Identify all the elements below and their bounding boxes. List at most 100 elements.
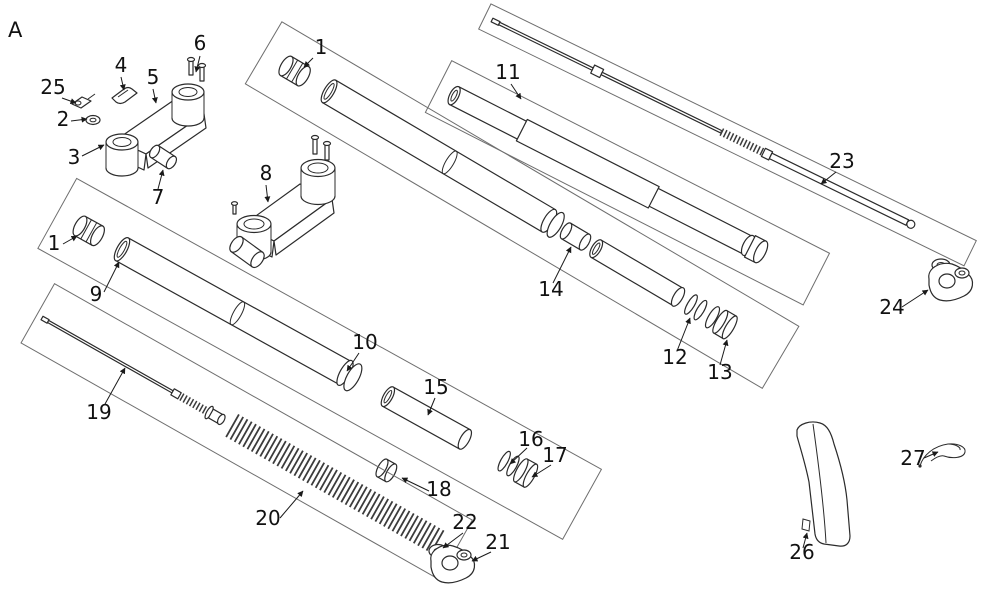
bushing-face-right [578, 233, 592, 251]
leader-17 [531, 464, 552, 478]
callout-5: 5 [147, 65, 160, 89]
callout-17: 17 [542, 443, 567, 467]
stud-head [197, 62, 207, 69]
ring-face-left [375, 458, 389, 478]
rod-collar [170, 388, 182, 400]
leader-1-left [62, 235, 78, 245]
callout-25: 25 [40, 75, 65, 99]
callout-21: 21 [485, 530, 510, 554]
callout-10: 10 [352, 330, 377, 354]
part-21-22-axle-bracket [428, 543, 476, 584]
washer-outer [85, 114, 101, 126]
end-ring-outer [343, 363, 363, 392]
cylinder-top [105, 133, 139, 151]
leader-9 [103, 261, 120, 293]
callout-3: 3 [68, 145, 81, 169]
part-23-damper-rod-assembly [478, 3, 977, 267]
leader-22 [442, 532, 464, 549]
callout-26: 26 [789, 540, 814, 564]
leader-10 [346, 352, 360, 372]
part-17-dust-seal [512, 458, 539, 488]
outer-tube-right [320, 79, 565, 238]
clamp-cylinder-right [171, 83, 205, 127]
callout-1-left: 1 [48, 231, 61, 255]
stem-face-left [229, 235, 244, 253]
part-7-stem-nut [148, 144, 178, 170]
callout-19: 19 [86, 400, 111, 424]
part-9-outer-tube [113, 237, 352, 385]
leader-4 [119, 76, 126, 91]
rod-piston-face [216, 413, 226, 426]
callout-20: 20 [255, 506, 280, 530]
stud-head [186, 56, 196, 63]
leader-lines [61, 55, 939, 562]
rod-end-tip [906, 219, 916, 229]
part-25-clamp-piece [71, 93, 96, 109]
cap-face-left [278, 55, 294, 77]
callout-9: 9 [90, 282, 103, 306]
callout-15: 15 [423, 375, 448, 399]
part-2-washer [85, 114, 101, 126]
callout-27: 27 [900, 446, 925, 470]
part-1-fork-cap-left [72, 215, 105, 247]
leader-13 [719, 339, 729, 366]
stud-head [230, 201, 239, 206]
clip-wire [919, 443, 966, 467]
tube-open-end [320, 79, 338, 104]
rod-collar [590, 64, 605, 79]
callout-2: 2 [57, 107, 70, 131]
part-15-guide-bushing [380, 386, 473, 450]
cap-face-left [72, 215, 88, 237]
part-1-fork-cap-top [278, 55, 311, 87]
callout-13: 13 [707, 360, 732, 384]
callout-labels: A 6 1 4 5 11 25 2 3 23 8 7 1 14 9 24 10 … [8, 18, 926, 564]
cylinder-hole [243, 218, 265, 230]
cylinder-hole [112, 137, 132, 147]
leader-2 [70, 116, 88, 123]
axle-hole [938, 273, 956, 289]
part-12-ring-a [684, 294, 698, 315]
group-box-11 [424, 60, 831, 306]
rod-spring [179, 393, 208, 415]
bushing-open-end [380, 386, 396, 408]
lug-hole [460, 552, 468, 558]
tube-joint [229, 301, 246, 326]
bracket-lug [456, 549, 472, 561]
steering-stem [229, 235, 265, 269]
clip-end [918, 464, 922, 468]
callout-16: 16 [518, 427, 543, 451]
leader-19 [104, 367, 126, 405]
holder-detail [117, 89, 129, 98]
rod-shaft [46, 319, 174, 394]
bushing-face-left [559, 222, 573, 240]
cylinder-hole [307, 162, 329, 174]
part-13-seal-ring [704, 306, 721, 329]
seal-face-right [522, 463, 539, 488]
cap-rib [286, 59, 299, 80]
part-4-handlebar-holder [111, 86, 138, 105]
clip-wire-inner [947, 443, 961, 451]
part-19-damper-rod [40, 315, 226, 426]
callout-14: 14 [538, 277, 563, 301]
leader-18 [401, 477, 430, 492]
segment-bore [591, 242, 601, 255]
figure-label: A [8, 18, 23, 42]
ring-face-right [384, 463, 398, 483]
group-box-left [37, 177, 603, 540]
tube-body [321, 79, 556, 233]
stud-bolt [199, 65, 205, 82]
leader-1-top [303, 57, 314, 68]
callout-7: 7 [152, 185, 165, 209]
part-14-slide-bushing [559, 222, 592, 251]
rebound-spring [719, 128, 766, 156]
stem-face-right [250, 251, 265, 269]
group-box-right [244, 21, 800, 390]
segment-end-ring [670, 286, 686, 307]
part-21-bracket-body [430, 544, 476, 584]
leader-21 [471, 551, 492, 562]
leader-26 [802, 532, 809, 549]
stud-head [310, 134, 320, 141]
washer-inner [89, 117, 97, 123]
outer-tube-assembly-right [244, 21, 800, 390]
